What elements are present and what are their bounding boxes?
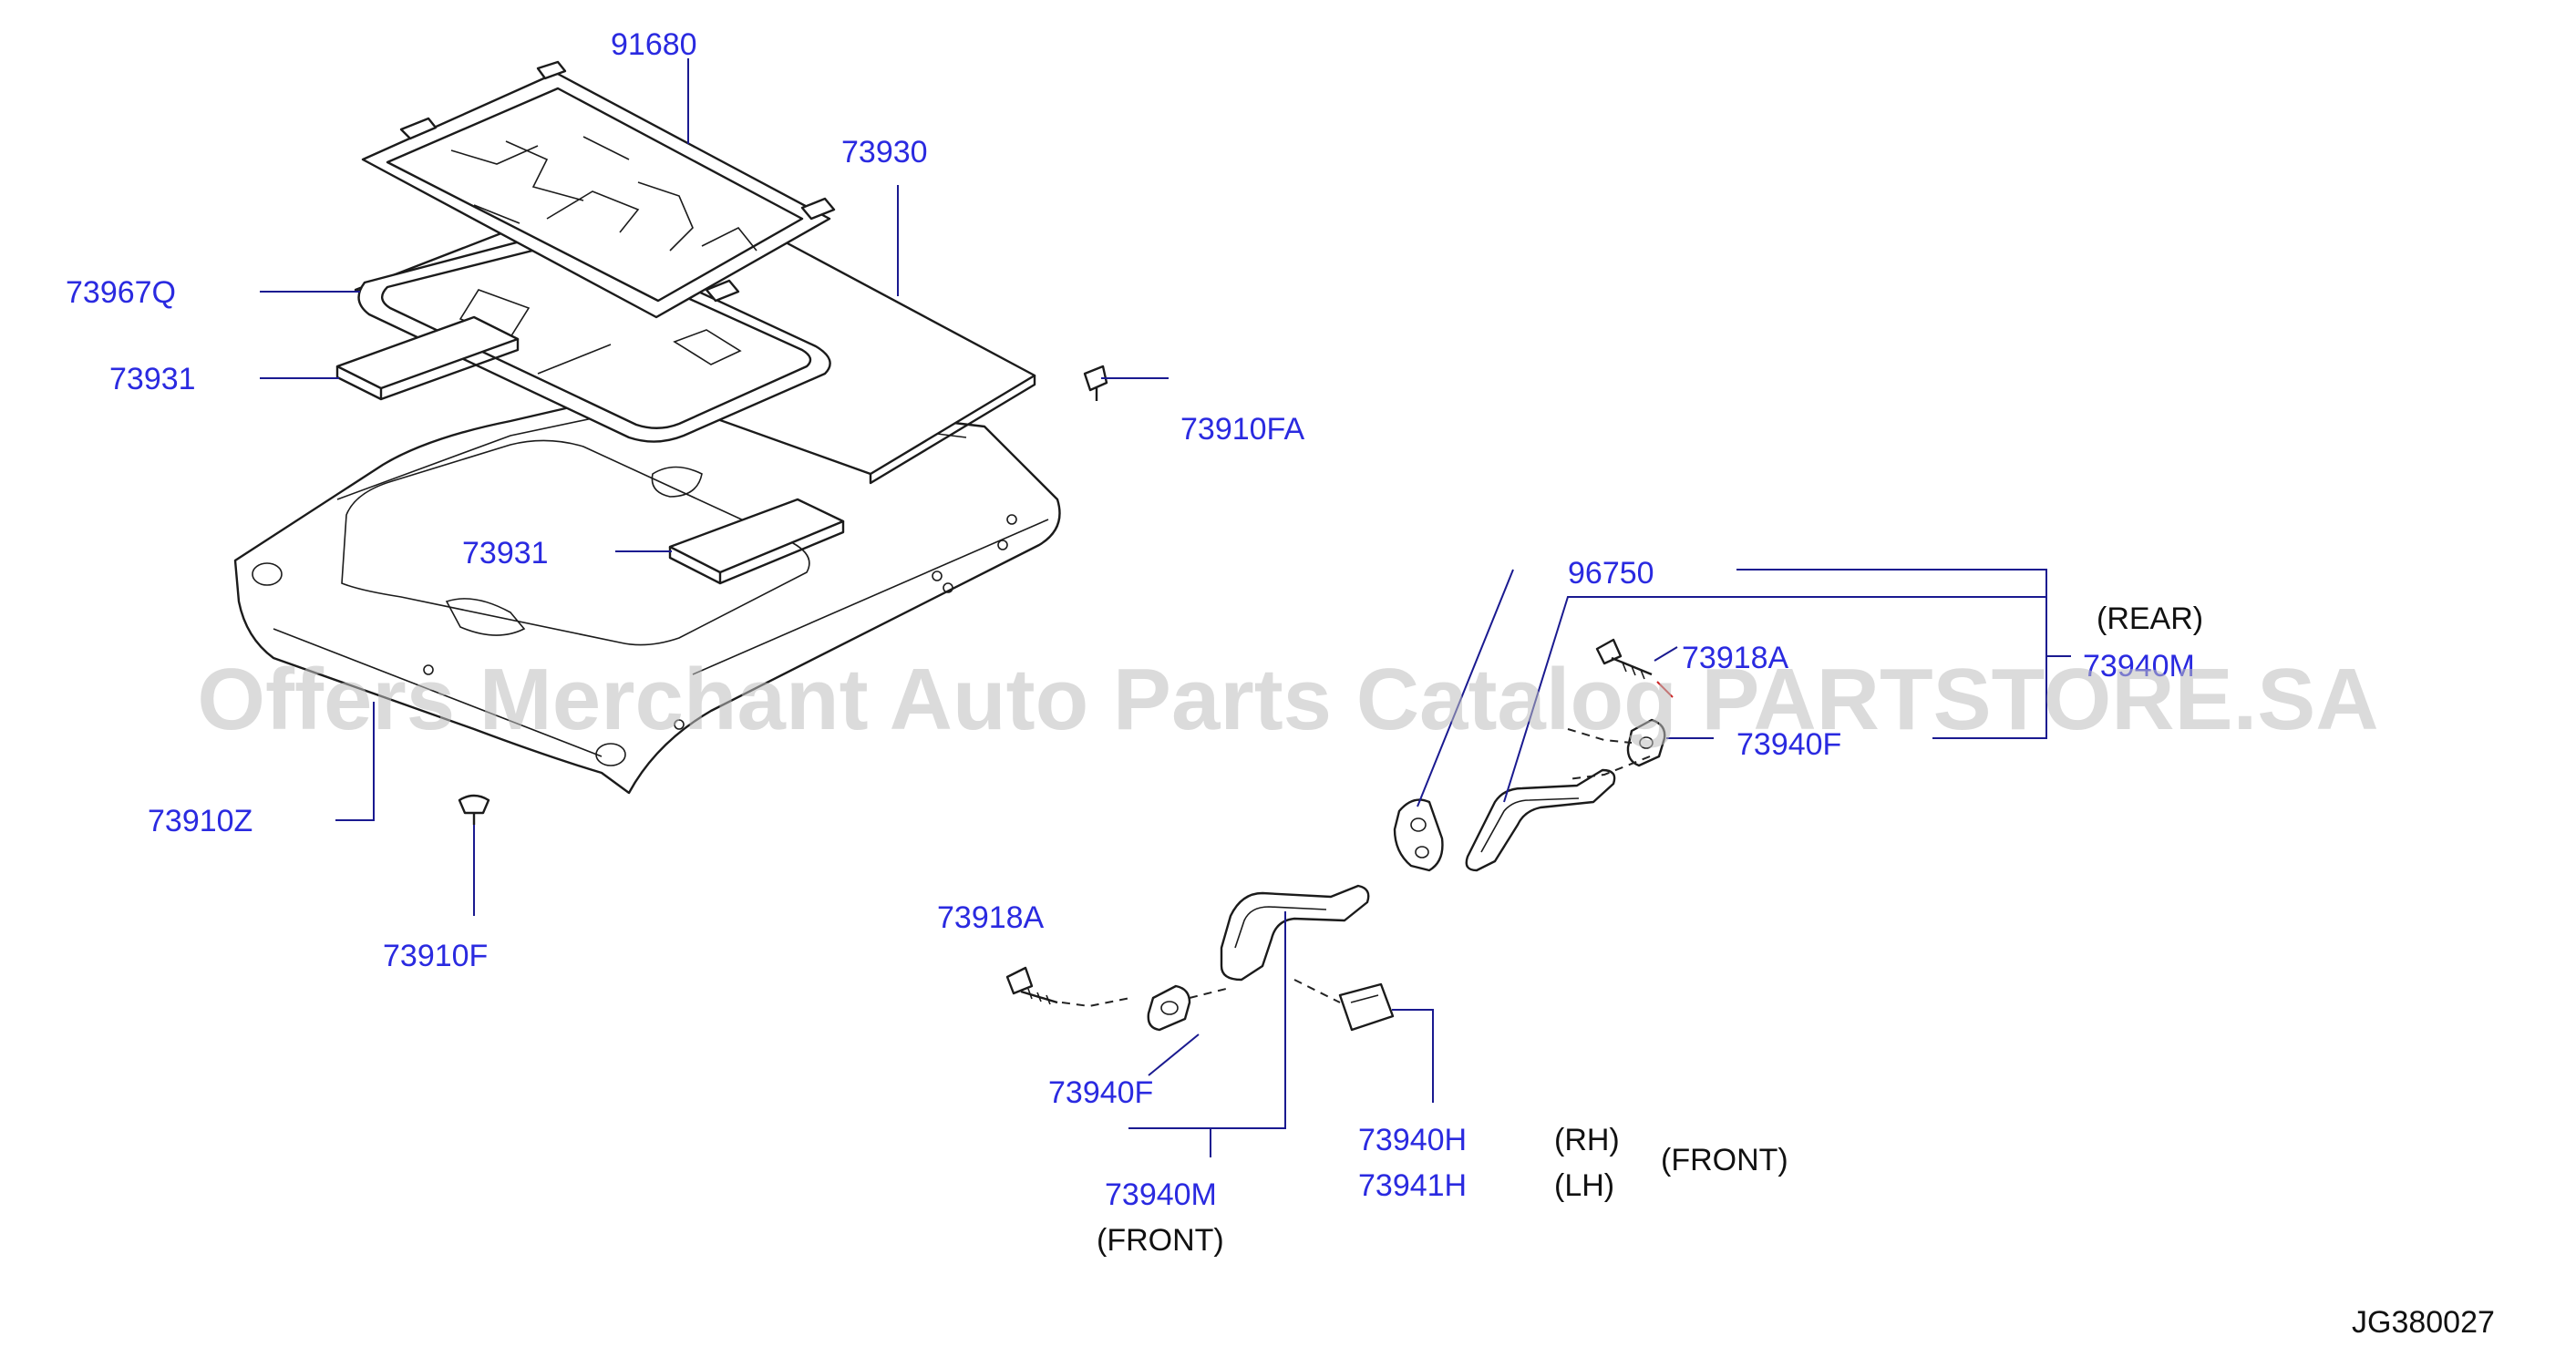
- label-front-bottom: (FRONT): [1097, 1223, 1224, 1258]
- label-lh: (LH): [1554, 1168, 1614, 1203]
- label-rh: (RH): [1554, 1123, 1620, 1157]
- label-73940h: 73940H: [1358, 1123, 1467, 1157]
- label-91680: 91680: [611, 27, 697, 62]
- label-73940m-rear: 73940M: [2083, 649, 2195, 684]
- label-73931-upper: 73931: [109, 362, 196, 396]
- label-96750: 96750: [1568, 556, 1654, 591]
- part-labels: 91680 73930 73967Q 73931 73931 73910FA 7…: [66, 27, 2495, 1340]
- label-rear: (REAR): [2097, 601, 2203, 636]
- label-73910z: 73910Z: [148, 804, 252, 838]
- front-assist-grip-drawing: [1005, 884, 1395, 1032]
- label-73940f-front: 73940F: [1048, 1075, 1153, 1110]
- watermark-text: Offers Merchant Auto Parts Catalog PARTS…: [197, 651, 2378, 748]
- headliner-assembly-drawing: [233, 60, 1108, 825]
- label-73940m-front: 73940M: [1105, 1177, 1217, 1212]
- label-73941h: 73941H: [1358, 1168, 1467, 1203]
- label-73918a-rear: 73918A: [1682, 641, 1789, 675]
- label-front-side: (FRONT): [1661, 1143, 1788, 1177]
- leader-lines: [260, 58, 2071, 1157]
- label-73930: 73930: [841, 135, 928, 170]
- label-73910f: 73910F: [383, 939, 488, 973]
- label-73910fa: 73910FA: [1180, 412, 1304, 447]
- label-73940f-rear: 73940F: [1736, 727, 1841, 762]
- rear-assist-grip-drawing: [1393, 638, 1674, 872]
- label-73967q: 73967Q: [66, 275, 176, 310]
- diagram-code: JG380027: [2352, 1305, 2495, 1340]
- label-73918a-front: 73918A: [937, 900, 1045, 935]
- label-73931-middle: 73931: [462, 536, 549, 571]
